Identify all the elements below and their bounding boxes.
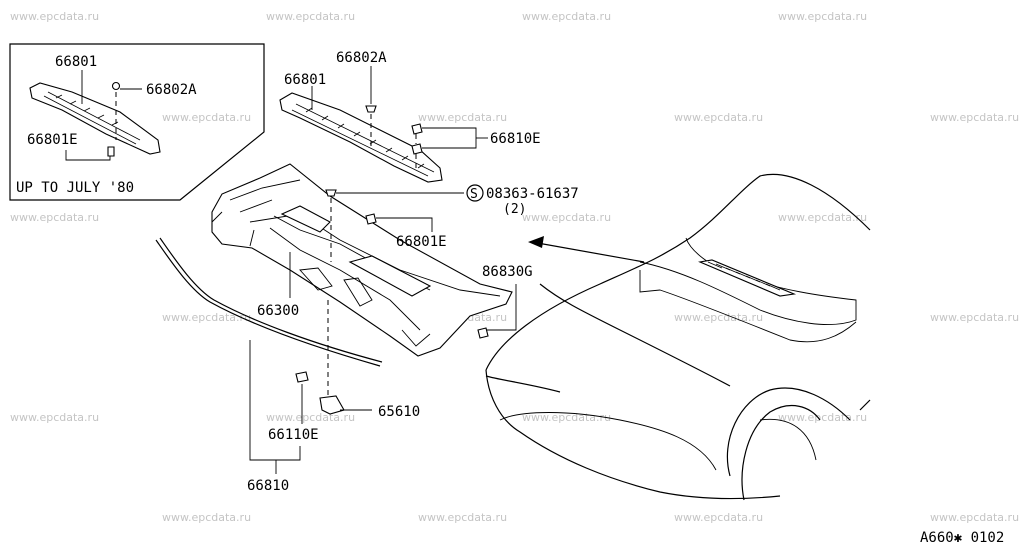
label-screw-code: 08363-61637 bbox=[486, 186, 579, 202]
watermark: www.epcdata.ru bbox=[930, 511, 1019, 524]
screw-symbol: S bbox=[470, 187, 478, 202]
inset-caption: UP TO JULY '80 bbox=[16, 180, 134, 196]
inset-label-cowl-top: 66801 bbox=[55, 54, 97, 70]
watermark: www.epcdata.ru bbox=[522, 10, 611, 23]
label-bracket: 65610 bbox=[378, 404, 420, 420]
watermark: www.epcdata.ru bbox=[10, 411, 99, 424]
watermark: www.epcdata.ru bbox=[10, 211, 99, 224]
watermark: www.epcdata.ru bbox=[418, 111, 507, 124]
watermark: www.epcdata.ru bbox=[162, 511, 251, 524]
inset-cowl-top-part bbox=[29, 82, 161, 155]
inset-label-seal: 66801E bbox=[27, 132, 78, 148]
label-cowl-panel: 66300 bbox=[257, 303, 299, 319]
weatherstrip bbox=[155, 237, 383, 474]
watermark: www.epcdata.ru bbox=[10, 10, 99, 23]
watermark: www.epcdata.ru bbox=[266, 411, 355, 424]
label-clip: 66810E bbox=[490, 131, 541, 147]
cowl-panel bbox=[211, 163, 513, 357]
label-assembly: 66810 bbox=[247, 478, 289, 494]
label-seal: 66801E bbox=[396, 234, 447, 250]
part-labels: 66801 66802A 66810E S 08363-61637 (2) 66… bbox=[247, 50, 579, 494]
watermark: www.epcdata.ru bbox=[522, 211, 611, 224]
lower-clip-parts bbox=[295, 284, 517, 424]
inset-early-model: 66801 66802A 66801E UP TO JULY '80 bbox=[9, 43, 265, 201]
label-weatherstrip: 86830G bbox=[482, 264, 533, 280]
watermark: www.epcdata.ru bbox=[418, 511, 507, 524]
cowl-top-assembly bbox=[279, 66, 488, 183]
car-outline bbox=[485, 173, 871, 501]
watermark: www.epcdata.ru bbox=[778, 211, 867, 224]
watermark: www.epcdata.ru bbox=[674, 111, 763, 124]
watermark: www.epcdata.ru bbox=[162, 311, 251, 324]
watermark: www.epcdata.ru bbox=[778, 10, 867, 23]
watermark: www.epcdata.ru bbox=[930, 111, 1019, 124]
screw-symbol-circle bbox=[466, 184, 484, 202]
watermark: www.epcdata.ru bbox=[522, 411, 611, 424]
label-clip-b: 66110E bbox=[268, 427, 319, 443]
label-grommet: 66802A bbox=[336, 50, 387, 66]
watermark: www.epcdata.ru bbox=[162, 111, 251, 124]
watermark: www.epcdata.ru bbox=[930, 311, 1019, 324]
watermark: www.epcdata.ru bbox=[674, 511, 763, 524]
inset-label-grommet: 66802A bbox=[146, 82, 197, 98]
watermark: www.epcdata.ru bbox=[778, 411, 867, 424]
watermark: www.epcdata.ru bbox=[266, 10, 355, 23]
label-cowl-top: 66801 bbox=[284, 72, 326, 88]
diagram-code: A660✱ 0102 bbox=[920, 530, 1004, 546]
label-screw-qty: (2) bbox=[503, 202, 526, 217]
watermark: www.epcdata.ru bbox=[674, 311, 763, 324]
